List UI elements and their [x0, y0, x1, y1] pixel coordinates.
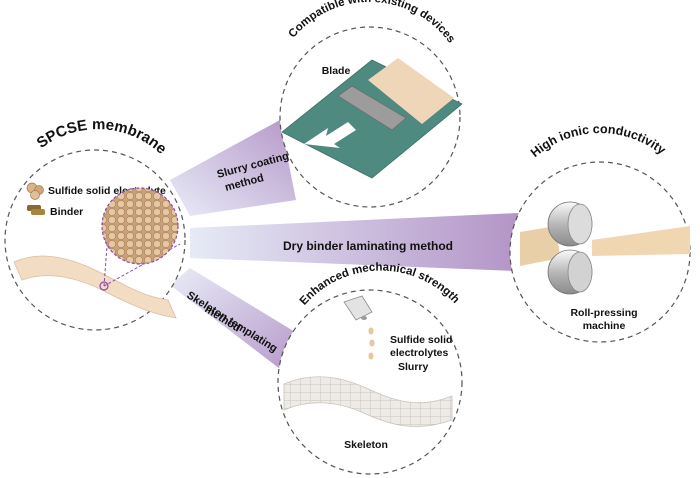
- skeleton-mesh: [283, 376, 453, 427]
- mechanical-strength-panel: Enhanced mechanical strength Sulfide sol…: [277, 262, 463, 475]
- roll-press-line2: machine: [583, 320, 626, 332]
- zoom-marker: [99, 281, 109, 291]
- top-roller: [547, 201, 593, 247]
- skeleton-templating-band: [170, 268, 300, 372]
- membrane-sheet: [13, 255, 177, 319]
- slurry-label: Slurry: [398, 361, 429, 373]
- slurry-drop-3: [368, 352, 374, 360]
- electrolyte-line2: electrolytes: [390, 347, 449, 359]
- legend-binder-label: Binder: [50, 206, 83, 218]
- slurry-drop-1: [368, 327, 374, 335]
- dropper-icon: [343, 295, 373, 321]
- blade-bar: [337, 85, 407, 131]
- bottom-roller: [547, 249, 593, 295]
- slurry-drop-2: [369, 339, 375, 347]
- ionic-conductivity-panel: High ionic conductivity Roll-pressing ma…: [509, 122, 691, 343]
- coated-film: [368, 58, 454, 124]
- electrolyte-line1: Sulfide solid: [390, 334, 452, 346]
- microstructure-zoom: [101, 187, 179, 265]
- sheet-out: [592, 226, 690, 256]
- skeleton-label: Skeleton: [344, 439, 388, 451]
- dry-laminating-band: [190, 212, 540, 272]
- dry-method-label: Dry binder laminating method: [283, 239, 453, 253]
- spcse-membrane-panel: SPCSE membrane Sulfide solid electrolyte…: [4, 116, 186, 331]
- binder-icon: [27, 205, 45, 215]
- electrolyte-particle-icon: [26, 182, 44, 200]
- roll-press-line1: Roll-pressing: [570, 307, 637, 319]
- right-panel-title: High ionic conductivity: [528, 122, 668, 160]
- slurry-coating-band: [170, 120, 296, 216]
- blade-label: Blade: [322, 65, 351, 77]
- bottom-panel-border: [277, 289, 463, 475]
- compatible-devices-panel: Compatible with existing devices Blade: [279, 0, 463, 208]
- sheet-in: [520, 226, 560, 266]
- arrow-icon: [304, 122, 356, 148]
